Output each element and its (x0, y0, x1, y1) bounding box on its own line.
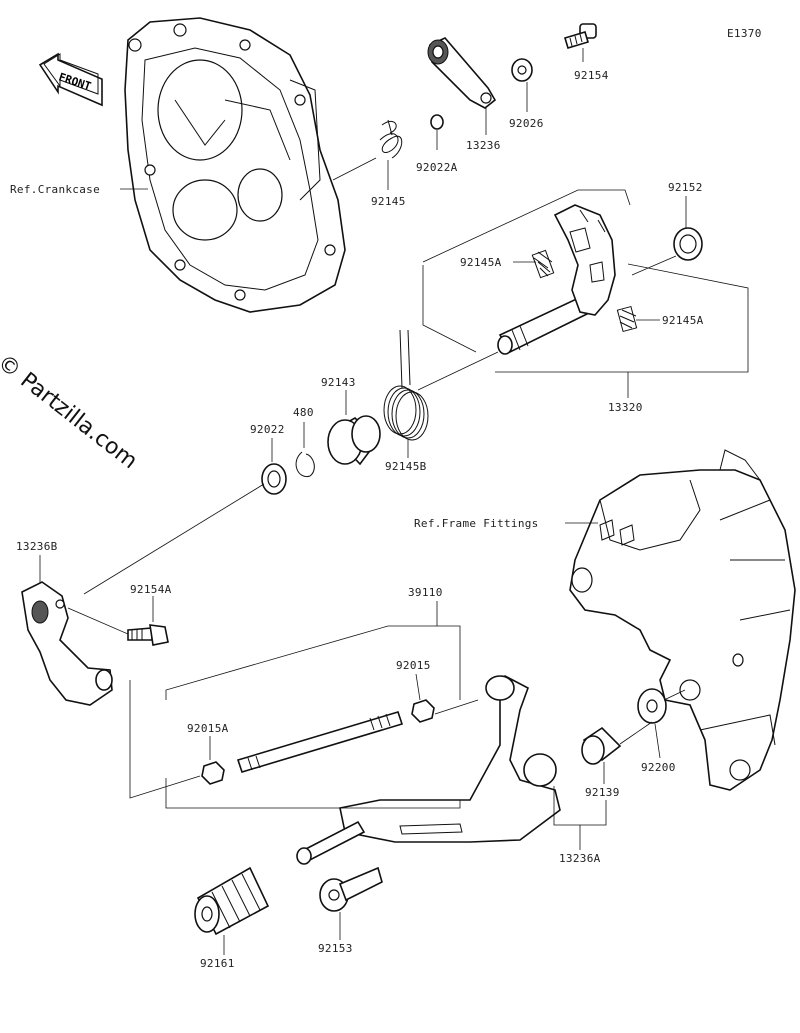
label-92154a: 92154A (130, 583, 172, 596)
label-ref-frame-fittings: Ref.Frame Fittings (414, 517, 539, 530)
label-92145a-upper: 92145A (460, 256, 502, 269)
bolt-92153 (319, 866, 383, 912)
label-ref-crankcase: Ref.Crankcase (10, 183, 100, 196)
label-92015: 92015 (396, 659, 431, 672)
label-92022a: 92022A (416, 161, 458, 174)
label-92145: 92145 (371, 195, 406, 208)
label-13236: 13236 (466, 139, 501, 152)
spring-92145a-lower (616, 305, 638, 333)
leader-lines (39, 48, 749, 955)
lever-13236b (21, 581, 113, 706)
nut-92015 (411, 699, 435, 723)
pedal-pin (296, 820, 366, 865)
front-arrow-icon: FRONT (38, 52, 103, 107)
label-13236a: 13236A (559, 852, 601, 865)
label-92153: 92153 (318, 942, 353, 955)
circlip-480 (295, 451, 315, 478)
collar-92139 (581, 726, 622, 765)
label-92145a-lower: 92145A (662, 314, 704, 327)
shift-pedal-13236a (339, 675, 561, 843)
label-92161: 92161 (200, 957, 235, 970)
label-92026: 92026 (509, 117, 544, 130)
tie-rod-39110 (236, 711, 404, 773)
bolt-92154a (127, 624, 169, 646)
crankcase (124, 17, 346, 313)
label-92154: 92154 (574, 69, 609, 82)
collar-92143 (327, 415, 381, 466)
label-39110: 39110 (408, 586, 443, 599)
bushing-92152 (673, 227, 703, 261)
spring-92145b (383, 329, 429, 441)
washer-92200 (637, 688, 667, 724)
label-92015a: 92015A (187, 722, 229, 735)
label-92200: 92200 (641, 761, 676, 774)
label-480: 480 (293, 406, 314, 419)
label-92139: 92139 (585, 786, 620, 799)
frame-fittings (569, 449, 796, 791)
washer-92022a (430, 114, 444, 130)
label-92143: 92143 (321, 376, 356, 389)
label-92145b: 92145B (385, 460, 427, 473)
shift-shaft-13320 (497, 204, 616, 355)
nut-92015a (201, 761, 225, 785)
washer-92026 (511, 58, 533, 82)
label-13236b: 13236B (16, 540, 58, 553)
bolt-92154 (564, 23, 597, 49)
rubber-peg-92161 (194, 866, 270, 936)
label-92152: 92152 (668, 181, 703, 194)
label-92022: 92022 (250, 423, 285, 436)
washer-92022 (261, 463, 287, 495)
spring-92145a-upper (531, 249, 555, 279)
diagram-code: E1370 (727, 27, 762, 40)
label-13320: 13320 (608, 401, 643, 414)
spring-92145 (379, 119, 403, 159)
shift-arm-13236 (427, 37, 497, 109)
